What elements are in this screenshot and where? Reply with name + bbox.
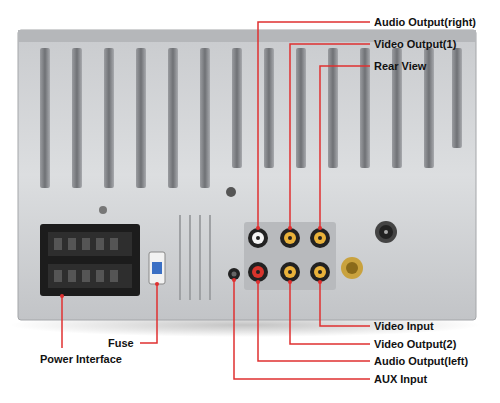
callout-label: Video Input [374, 320, 434, 333]
power-connector [40, 224, 140, 296]
callout-label: Power Interface [40, 353, 122, 366]
callout-label: Video Output(2) [374, 338, 456, 351]
leader-dots [60, 226, 322, 298]
callout-label: Rear View [374, 60, 426, 73]
callout-label: Video Output(1) [374, 38, 456, 51]
callout-label: Audio Output(left) [374, 355, 468, 368]
callout-label: Fuse [108, 337, 134, 350]
callout-label: Audio Output(right) [374, 16, 476, 29]
gps-connector [375, 221, 397, 243]
callout-label: AUX Input [374, 373, 427, 386]
camera-jack [341, 257, 363, 279]
rca-panel [244, 222, 336, 290]
screw-hole [226, 187, 236, 197]
vent-slots [180, 215, 210, 300]
screw [99, 206, 107, 214]
housing [18, 30, 476, 320]
fuse [149, 252, 165, 284]
cooling-fins [40, 48, 462, 188]
leader-lines [62, 22, 370, 379]
